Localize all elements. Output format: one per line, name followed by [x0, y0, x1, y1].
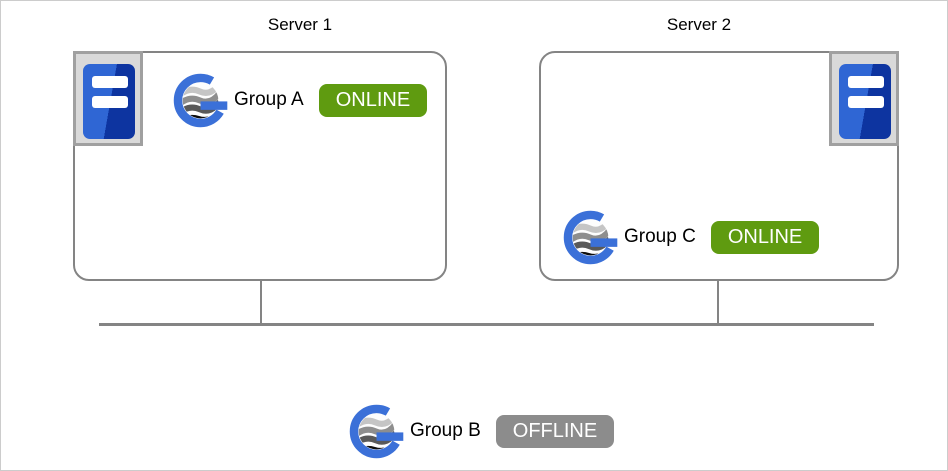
server-tower: [83, 64, 135, 139]
group-globe-logo-icon: [349, 400, 405, 462]
group-a-row: Group A ONLINE: [173, 69, 428, 131]
server-1-label: Server 1: [267, 15, 333, 34]
server-2-connector-line: [717, 281, 719, 324]
group-globe-logo-icon: [563, 206, 619, 268]
server-2-label: Server 2: [666, 15, 732, 34]
server-drive-bay: [92, 96, 128, 108]
group-globe-logo-icon: [173, 69, 229, 131]
group-name: Group B: [410, 420, 481, 441]
server-drive-bay: [92, 76, 128, 88]
server-drive-bay: [848, 76, 884, 88]
server-icon: [73, 51, 143, 146]
group-name: Group A: [234, 89, 304, 110]
status-badge: ONLINE: [710, 220, 820, 254]
server-tower: [839, 64, 891, 139]
server-icon: [829, 51, 899, 146]
server-drive-bay: [848, 96, 884, 108]
group-name: Group C: [624, 226, 696, 247]
status-badge: OFFLINE: [495, 414, 615, 448]
server-1-connector-line: [260, 281, 262, 324]
group-b-row: Group B OFFLINE: [349, 400, 615, 462]
status-badge: ONLINE: [318, 83, 428, 117]
group-c-row: Group C ONLINE: [563, 206, 820, 268]
network-bus-line: [99, 323, 874, 326]
